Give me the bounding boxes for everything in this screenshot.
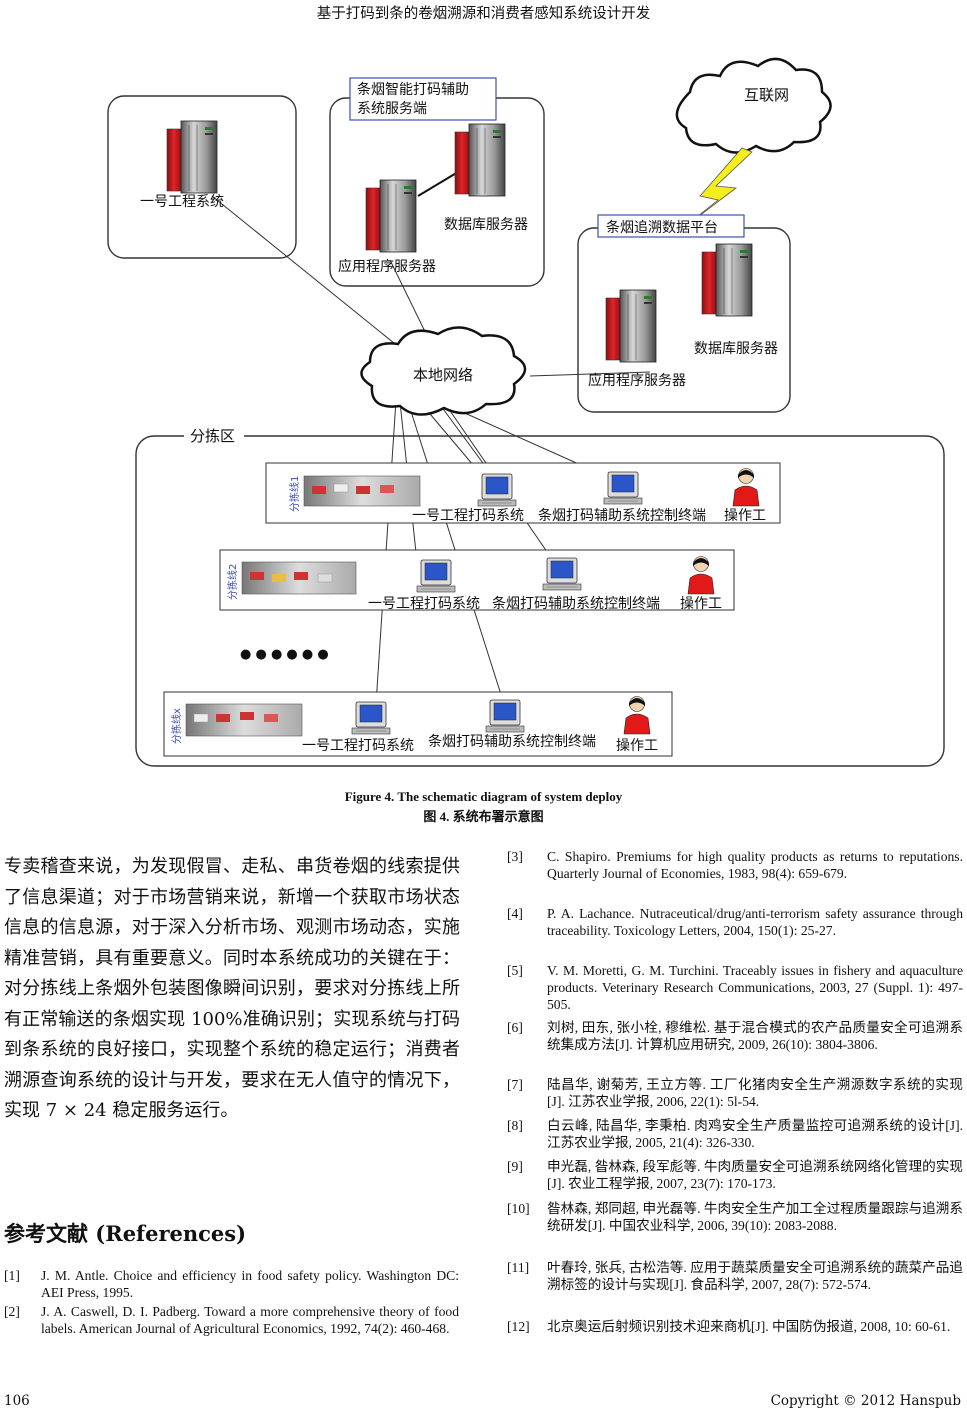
app-server-icon bbox=[365, 179, 417, 253]
trace-app-server-icon bbox=[605, 289, 657, 363]
figure-caption-en: Figure 4. The schematic diagram of syste… bbox=[344, 789, 623, 804]
db-server-icon bbox=[454, 123, 506, 197]
sort-line-1 bbox=[265, 462, 781, 524]
smart-box-label-1: 条烟智能打码辅助 bbox=[357, 81, 469, 98]
sys1-box bbox=[107, 95, 297, 259]
smart-box-label-2: 系统服务端 bbox=[357, 101, 427, 117]
coding-pc-icon-2 bbox=[416, 559, 456, 593]
operator-label-1: 操作工 bbox=[724, 508, 766, 524]
trace-db-server-label: 数据库服务器 bbox=[694, 341, 778, 357]
ellipsis-dots: ● ● ● ● ● ● bbox=[240, 647, 329, 662]
body-paragraph: 专卖稽查来说，为发现假冒、走私、串货卷烟的线索提供了信息渠道；对于市场营销来说，… bbox=[4, 856, 460, 1121]
coding-sys-label-1: 一号工程打码系统 bbox=[412, 507, 524, 524]
system-deploy-diagram: 一号工程系统 条烟智能打码辅助 系统服务端 数据库服务器 应用程序服务器 互联网… bbox=[107, 57, 945, 767]
coding-pc-icon-x bbox=[351, 701, 391, 735]
coding-sys-label-2: 一号工程打码系统 bbox=[368, 595, 480, 612]
figure-caption-zh: 图 4. 系统布署示意图 bbox=[423, 809, 544, 824]
trace-app-server-label: 应用程序服务器 bbox=[588, 372, 686, 389]
terminal-label-2: 条烟打码辅助系统控制终端 bbox=[492, 595, 660, 612]
terminal-pc-icon-2 bbox=[542, 557, 582, 591]
conveyor-belt-1 bbox=[303, 475, 421, 507]
conveyor-belt-2 bbox=[241, 561, 357, 595]
internet-cloud-icon bbox=[675, 57, 832, 154]
terminal-pc-icon-x bbox=[485, 699, 525, 733]
sorting-area-box bbox=[135, 435, 945, 767]
lightning-icon bbox=[677, 147, 753, 233]
internet-label: 互联网 bbox=[744, 86, 789, 104]
coding-sys-label-x: 一号工程打码系统 bbox=[302, 737, 414, 754]
smart-coding-box bbox=[329, 97, 545, 287]
app-server-label: 应用程序服务器 bbox=[338, 258, 436, 275]
coding-pc-icon-1 bbox=[477, 473, 517, 507]
operator-label-x: 操作工 bbox=[616, 738, 658, 754]
copyright: Copyright © 2012 Hanspub bbox=[770, 1393, 961, 1409]
running-header: 基于打码到条的卷烟溯源和消费者感知系统设计开发 bbox=[316, 6, 651, 22]
conveyor-belt-x bbox=[185, 703, 303, 737]
references-title: 参考文献 (References) bbox=[4, 1221, 247, 1246]
operator-label-2: 操作工 bbox=[680, 596, 722, 612]
trace-db-server-icon bbox=[701, 243, 753, 317]
sys1-server-icon bbox=[166, 120, 218, 194]
sort-line-2-label: 分拣线2 bbox=[226, 564, 239, 600]
local-network-cloud-icon bbox=[360, 326, 527, 416]
trace-platform-label: 条烟追溯数据平台 bbox=[606, 219, 718, 236]
page-number: 106 bbox=[4, 1393, 30, 1409]
sys1-label: 一号工程系统 bbox=[140, 194, 224, 210]
sort-line-x-label: 分拣线x bbox=[170, 708, 183, 744]
terminal-label-1: 条烟打码辅助系统控制终端 bbox=[538, 507, 706, 524]
local-network-label: 本地网络 bbox=[413, 366, 473, 384]
sort-line-1-label: 分拣线1 bbox=[288, 476, 301, 512]
db-server-label: 数据库服务器 bbox=[444, 217, 528, 233]
terminal-pc-icon-1 bbox=[603, 471, 643, 505]
sort-area-label: 分拣区 bbox=[190, 427, 235, 445]
terminal-label-x: 条烟打码辅助系统控制终端 bbox=[428, 733, 596, 750]
